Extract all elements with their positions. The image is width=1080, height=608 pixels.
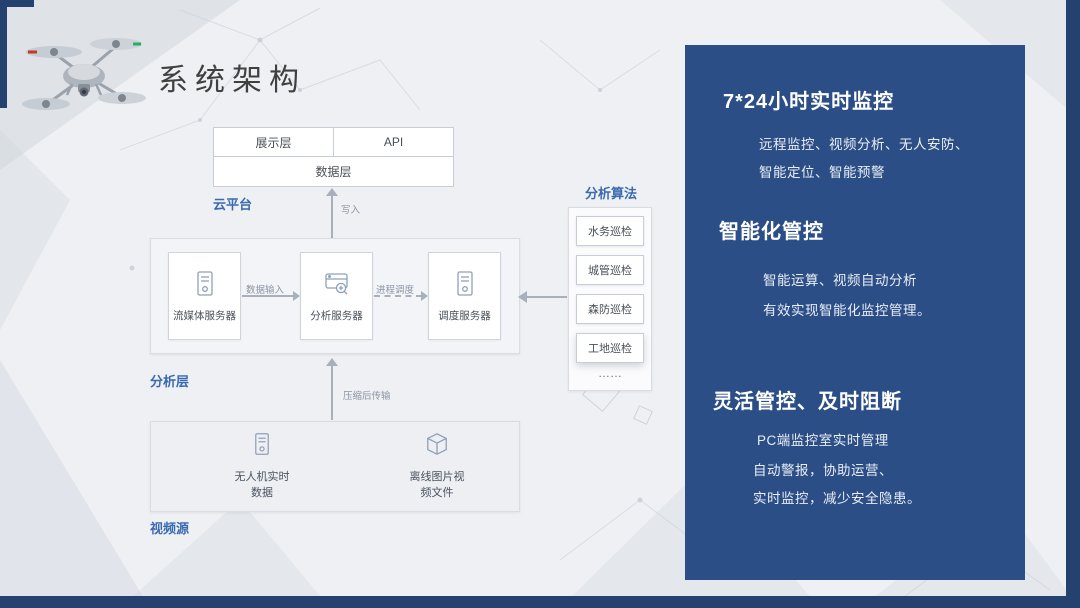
drone-image (20, 16, 148, 133)
process-dispatch-arrow-label: 进程调度 (376, 285, 415, 296)
streaming-server-box: 流媒体服务器 (168, 252, 241, 340)
panel-section-line: 智能定位、智能预警 (759, 165, 885, 180)
feature-panel: 7*24小时实时监控 远程监控、视频分析、无人安防、 智能定位、智能预警 智能化… (685, 45, 1025, 580)
panel-section-line: 有效实现智能化监控管理。 (763, 303, 931, 318)
dispatch-server-label: 调度服务器 (438, 309, 491, 322)
data-layer-box: 数据层 (213, 156, 454, 187)
display-layer-box: 展示层 (213, 127, 334, 157)
server-icon (193, 270, 217, 300)
algorithms-label: 分析算法 (585, 186, 638, 201)
panel-section-line: 实时监控，减少安全隐患。 (753, 491, 921, 506)
video-source-group (150, 421, 520, 512)
page-title: 系统架构 (158, 64, 306, 97)
frame-accent-top (0, 0, 34, 7)
algorithms-more: …… (598, 366, 622, 380)
process-dispatch-arrow-head (421, 291, 428, 301)
analysis-server-icon (323, 270, 350, 300)
data-input-arrow-head (293, 291, 300, 301)
panel-section-title: 灵活管控、及时阻断 (713, 391, 902, 413)
video-source-label: 视频源 (150, 521, 190, 536)
drone-data-label-line1: 无人机实时 (234, 470, 290, 483)
write-arrow-label: 写入 (341, 205, 361, 216)
cloud-platform-label: 云平台 (213, 197, 253, 212)
server-icon (251, 432, 273, 462)
algorithm-item: 森防巡检 (576, 294, 644, 324)
analysis-server-label: 分析服务器 (310, 309, 363, 322)
panel-section-title: 智能化管控 (719, 221, 824, 243)
frame-accent-right (1066, 0, 1080, 608)
cube-icon (425, 432, 449, 462)
algorithm-item: 工地巡检 (576, 333, 644, 363)
algorithm-item: 水务巡检 (576, 216, 644, 246)
analysis-server-box: 分析服务器 (300, 252, 373, 340)
panel-section-title: 7*24小时实时监控 (723, 91, 895, 113)
drone-data-label-line2: 数据 (251, 487, 273, 499)
algorithm-item: 城管巡检 (576, 255, 644, 285)
offline-files-label-line2: 频文件 (420, 487, 454, 499)
compress-arrow-label: 压缩后传输 (343, 391, 391, 402)
panel-section-line: 自动警报，协助运营、 (753, 463, 893, 478)
dispatch-server-box: 调度服务器 (428, 252, 501, 340)
offline-files-label-line1: 离线图片视 (409, 470, 465, 483)
frame-accent-left (0, 0, 7, 108)
drone-data-item: 无人机实时 数据 (222, 432, 302, 502)
write-arrow (331, 194, 333, 238)
compress-arrow (331, 364, 333, 420)
server-icon (453, 270, 477, 300)
process-dispatch-arrow (374, 295, 422, 297)
write-arrow-head (326, 188, 338, 196)
offline-files-item: 离线图片视 频文件 (397, 432, 477, 502)
panel-section-line: PC端监控室实时管理 (757, 433, 889, 448)
panel-section-line: 远程监控、视频分析、无人安防、 (759, 137, 969, 152)
frame-accent-bottom (0, 596, 1080, 608)
data-input-arrow (242, 295, 294, 297)
panel-section-line: 智能运算、视频自动分析 (763, 273, 917, 288)
algorithms-arrow-head (518, 291, 527, 303)
algorithms-arrow (527, 296, 567, 298)
data-input-arrow-label: 数据输入 (246, 285, 285, 296)
streaming-server-label: 流媒体服务器 (173, 309, 236, 322)
analysis-layer-label: 分析层 (150, 374, 190, 389)
api-box: API (333, 127, 454, 157)
compress-arrow-head (326, 358, 338, 366)
